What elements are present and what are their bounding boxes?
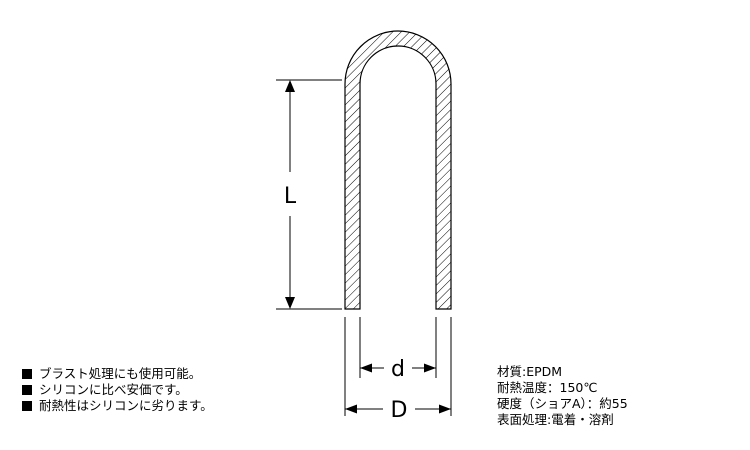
feature-notes: ブラスト処理にも使用可能。 シリコンに比べ安価です。 耐熱性はシリコンに劣ります… [22,366,213,414]
feature-note: シリコンに比べ安価です。 [22,382,213,398]
square-bullet-icon [22,401,32,411]
spec-list: 材質:EPDM 耐熱温度：150℃ 硬度（ショアA）：約55 表面処理:電着・溶… [497,364,628,428]
l-arrow-top [285,80,295,92]
outer-d-arrow-right [439,404,451,414]
l-arrow-bottom [285,297,295,309]
feature-note-text: 耐熱性はシリコンに劣ります。 [39,398,213,413]
d-dimension-label: d [391,357,405,382]
outer-d-arrow-left [345,404,357,414]
square-bullet-icon [22,385,32,395]
feature-note: ブラスト処理にも使用可能。 [22,366,213,382]
l-dimension-label: L [284,184,297,209]
spec-hardness: 硬度（ショアA）：約55 [497,396,628,411]
spec-heat-resistance: 耐熱温度：150℃ [497,380,598,395]
square-bullet-icon [22,369,32,379]
outer-d-dimension-label: D [391,398,408,423]
cap-wall [344,30,452,310]
feature-note-text: ブラスト処理にも使用可能。 [39,366,202,381]
d-arrow-right [424,363,436,373]
d-arrow-left [360,363,372,373]
feature-note-text: シリコンに比べ安価です。 [39,382,188,397]
feature-note: 耐熱性はシリコンに劣ります。 [22,398,213,414]
spec-surface-treatment: 表面処理:電着・溶剤 [497,412,614,427]
spec-material: 材質:EPDM [497,364,563,379]
